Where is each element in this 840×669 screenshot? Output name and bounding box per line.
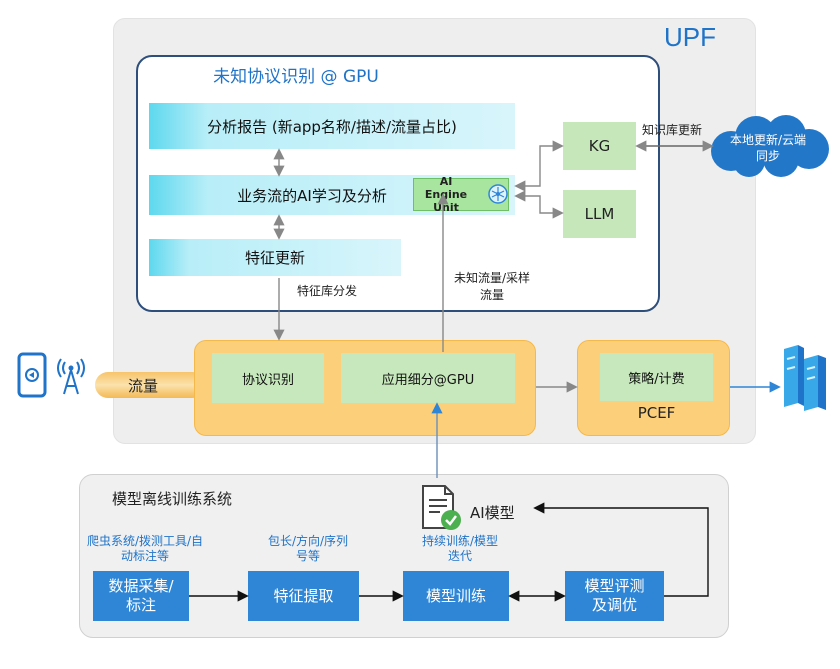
llm-box: LLM xyxy=(563,190,636,238)
cloud-icon xyxy=(711,115,829,177)
ai-learning-label: 业务流的AI学习及分析 xyxy=(237,186,387,205)
training-title: 模型离线训练系统 xyxy=(112,490,233,508)
model-evaluation-box: 模型评测及调优 xyxy=(565,571,664,621)
feature-distribution-label: 特征库分发 xyxy=(297,284,358,298)
protocol-id-box: 协议识别 xyxy=(212,353,324,403)
feature-update-bar: 特征更新 xyxy=(149,239,401,276)
cloud-label: 本地更新/云端同步 xyxy=(729,133,807,163)
policy-billing-box: 策略/计费 xyxy=(600,353,713,401)
server-icon xyxy=(784,345,826,411)
upf-title: UPF xyxy=(664,22,716,52)
antenna-icon xyxy=(57,358,85,395)
analysis-report-bar: 分析报告 (新app名称/描述/流量占比) xyxy=(149,103,515,149)
unknown-traffic-label: 未知流量/采样流量 xyxy=(453,271,531,302)
phone-icon xyxy=(17,352,47,398)
extract-note: 包长/方向/序列号等 xyxy=(267,534,349,563)
train-note: 持续训练/模型迭代 xyxy=(421,534,499,563)
kb-update-label: 知识库更新 xyxy=(642,123,703,137)
traffic-label: 流量 xyxy=(128,377,159,395)
data-collection-label: 数据采集/标注 xyxy=(108,577,174,614)
feature-update-label: 特征更新 xyxy=(244,249,305,267)
data-collection-box: 数据采集/标注 xyxy=(93,571,189,621)
traffic-pipe xyxy=(95,372,205,398)
analysis-report-label: 分析报告 (新app名称/描述/流量占比) xyxy=(207,117,457,136)
kg-link-arrow xyxy=(514,140,564,192)
pcef-label: PCEF xyxy=(637,404,676,422)
collect-note: 爬虫系统/拨测工具/自动标注等 xyxy=(86,534,204,563)
kg-box: KG xyxy=(563,122,636,170)
brain-icon xyxy=(488,184,508,204)
eval-feedback-arrow xyxy=(533,502,709,597)
gpu-panel-title: 未知协议识别 @ GPU xyxy=(213,67,379,87)
ai-model-label: AI模型 xyxy=(470,504,515,522)
document-check-icon xyxy=(422,485,461,530)
model-training-box: 模型训练 xyxy=(403,571,509,621)
app-subdivision-box: 应用细分@GPU xyxy=(341,353,515,403)
llm-link-arrow xyxy=(514,190,564,219)
feature-extraction-box: 特征提取 xyxy=(248,571,359,621)
model-evaluation-label: 模型评测及调优 xyxy=(584,577,645,614)
